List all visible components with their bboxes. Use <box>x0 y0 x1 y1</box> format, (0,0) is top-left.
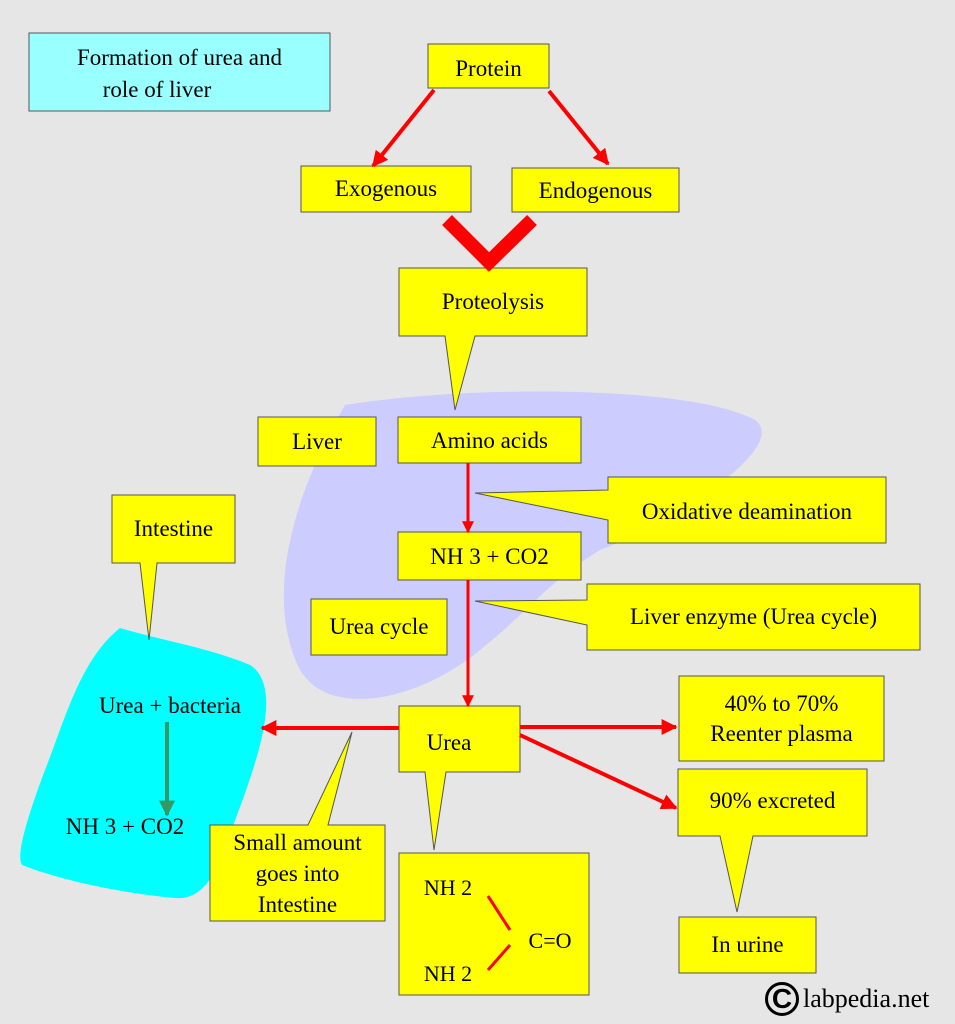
urea-bacteria-label: Urea + bacteria <box>99 693 241 718</box>
nh3-co2-box <box>397 531 582 581</box>
intestine-callout-label: Intestine <box>133 516 214 541</box>
liver-enzyme-callout <box>474 583 921 651</box>
excreted-label: 90% excreted <box>709 788 836 813</box>
amino-acids-box <box>397 416 582 464</box>
nh3-co2-label: NH 3 + CO2 <box>430 544 549 569</box>
arrow-urea-excreted <box>519 733 678 810</box>
excreted-callout <box>677 768 868 913</box>
reenter-box <box>678 675 885 762</box>
bond-bottom <box>486 944 512 971</box>
liver-enzyme-label: Liver enzyme (Urea cycle) <box>629 604 878 629</box>
structure-co: C=O <box>528 928 572 953</box>
proteolysis-callout <box>398 267 588 411</box>
endogenous-label: Endogenous <box>538 178 653 203</box>
intestine-callout <box>111 494 236 641</box>
reenter-line1: 40% to 70% <box>724 691 839 716</box>
proteolysis-label: Proteolysis <box>441 289 545 314</box>
protein-label: Protein <box>455 56 522 81</box>
small-amount-callout <box>209 731 386 922</box>
urea-label: Urea <box>426 730 472 755</box>
watermark-text: labpedia.net <box>803 984 930 1013</box>
oxidative-deamination-label: Oxidative deamination <box>641 499 853 524</box>
reenter-line2: Reenter plasma <box>710 721 853 746</box>
urea-cycle-box <box>310 598 448 656</box>
exogenous-box <box>300 165 472 213</box>
bond-top <box>486 895 512 931</box>
endogenous-box <box>511 167 680 213</box>
small-amount-line3: Intestine <box>257 892 338 917</box>
in-urine-label: In urine <box>711 932 784 957</box>
liver-box <box>257 416 377 467</box>
exogenous-label: Exogenous <box>334 176 438 201</box>
in-urine-box <box>678 916 817 974</box>
title-line2: role of liver <box>102 77 212 102</box>
title-line1: Formation of urea and <box>76 45 283 70</box>
protein-box <box>427 43 550 89</box>
structure-box <box>398 852 590 996</box>
arrow-protein-endogenous <box>547 89 610 166</box>
title-box <box>28 32 331 112</box>
urea-callout <box>398 705 521 851</box>
arrow-protein-exogenous <box>371 88 436 168</box>
small-amount-line2: goes into <box>255 861 340 886</box>
structure-nh2-bottom: NH 2 <box>423 961 473 986</box>
liver-label: Liver <box>292 429 342 454</box>
amino-acids-label: Amino acids <box>431 428 548 453</box>
watermark: C labpedia.net <box>765 979 929 1019</box>
structure-nh2-top: NH 2 <box>423 875 473 900</box>
intestine-region <box>20 628 267 899</box>
urea-cycle-label: Urea cycle <box>329 614 429 639</box>
oxidative-deamination-callout <box>474 476 887 544</box>
small-amount-line1: Small amount <box>233 830 362 855</box>
copyright-icon: C <box>765 982 799 1016</box>
intestine-nh3-co2-label: NH 3 + CO2 <box>65 814 185 839</box>
merge-chevron <box>442 214 537 272</box>
